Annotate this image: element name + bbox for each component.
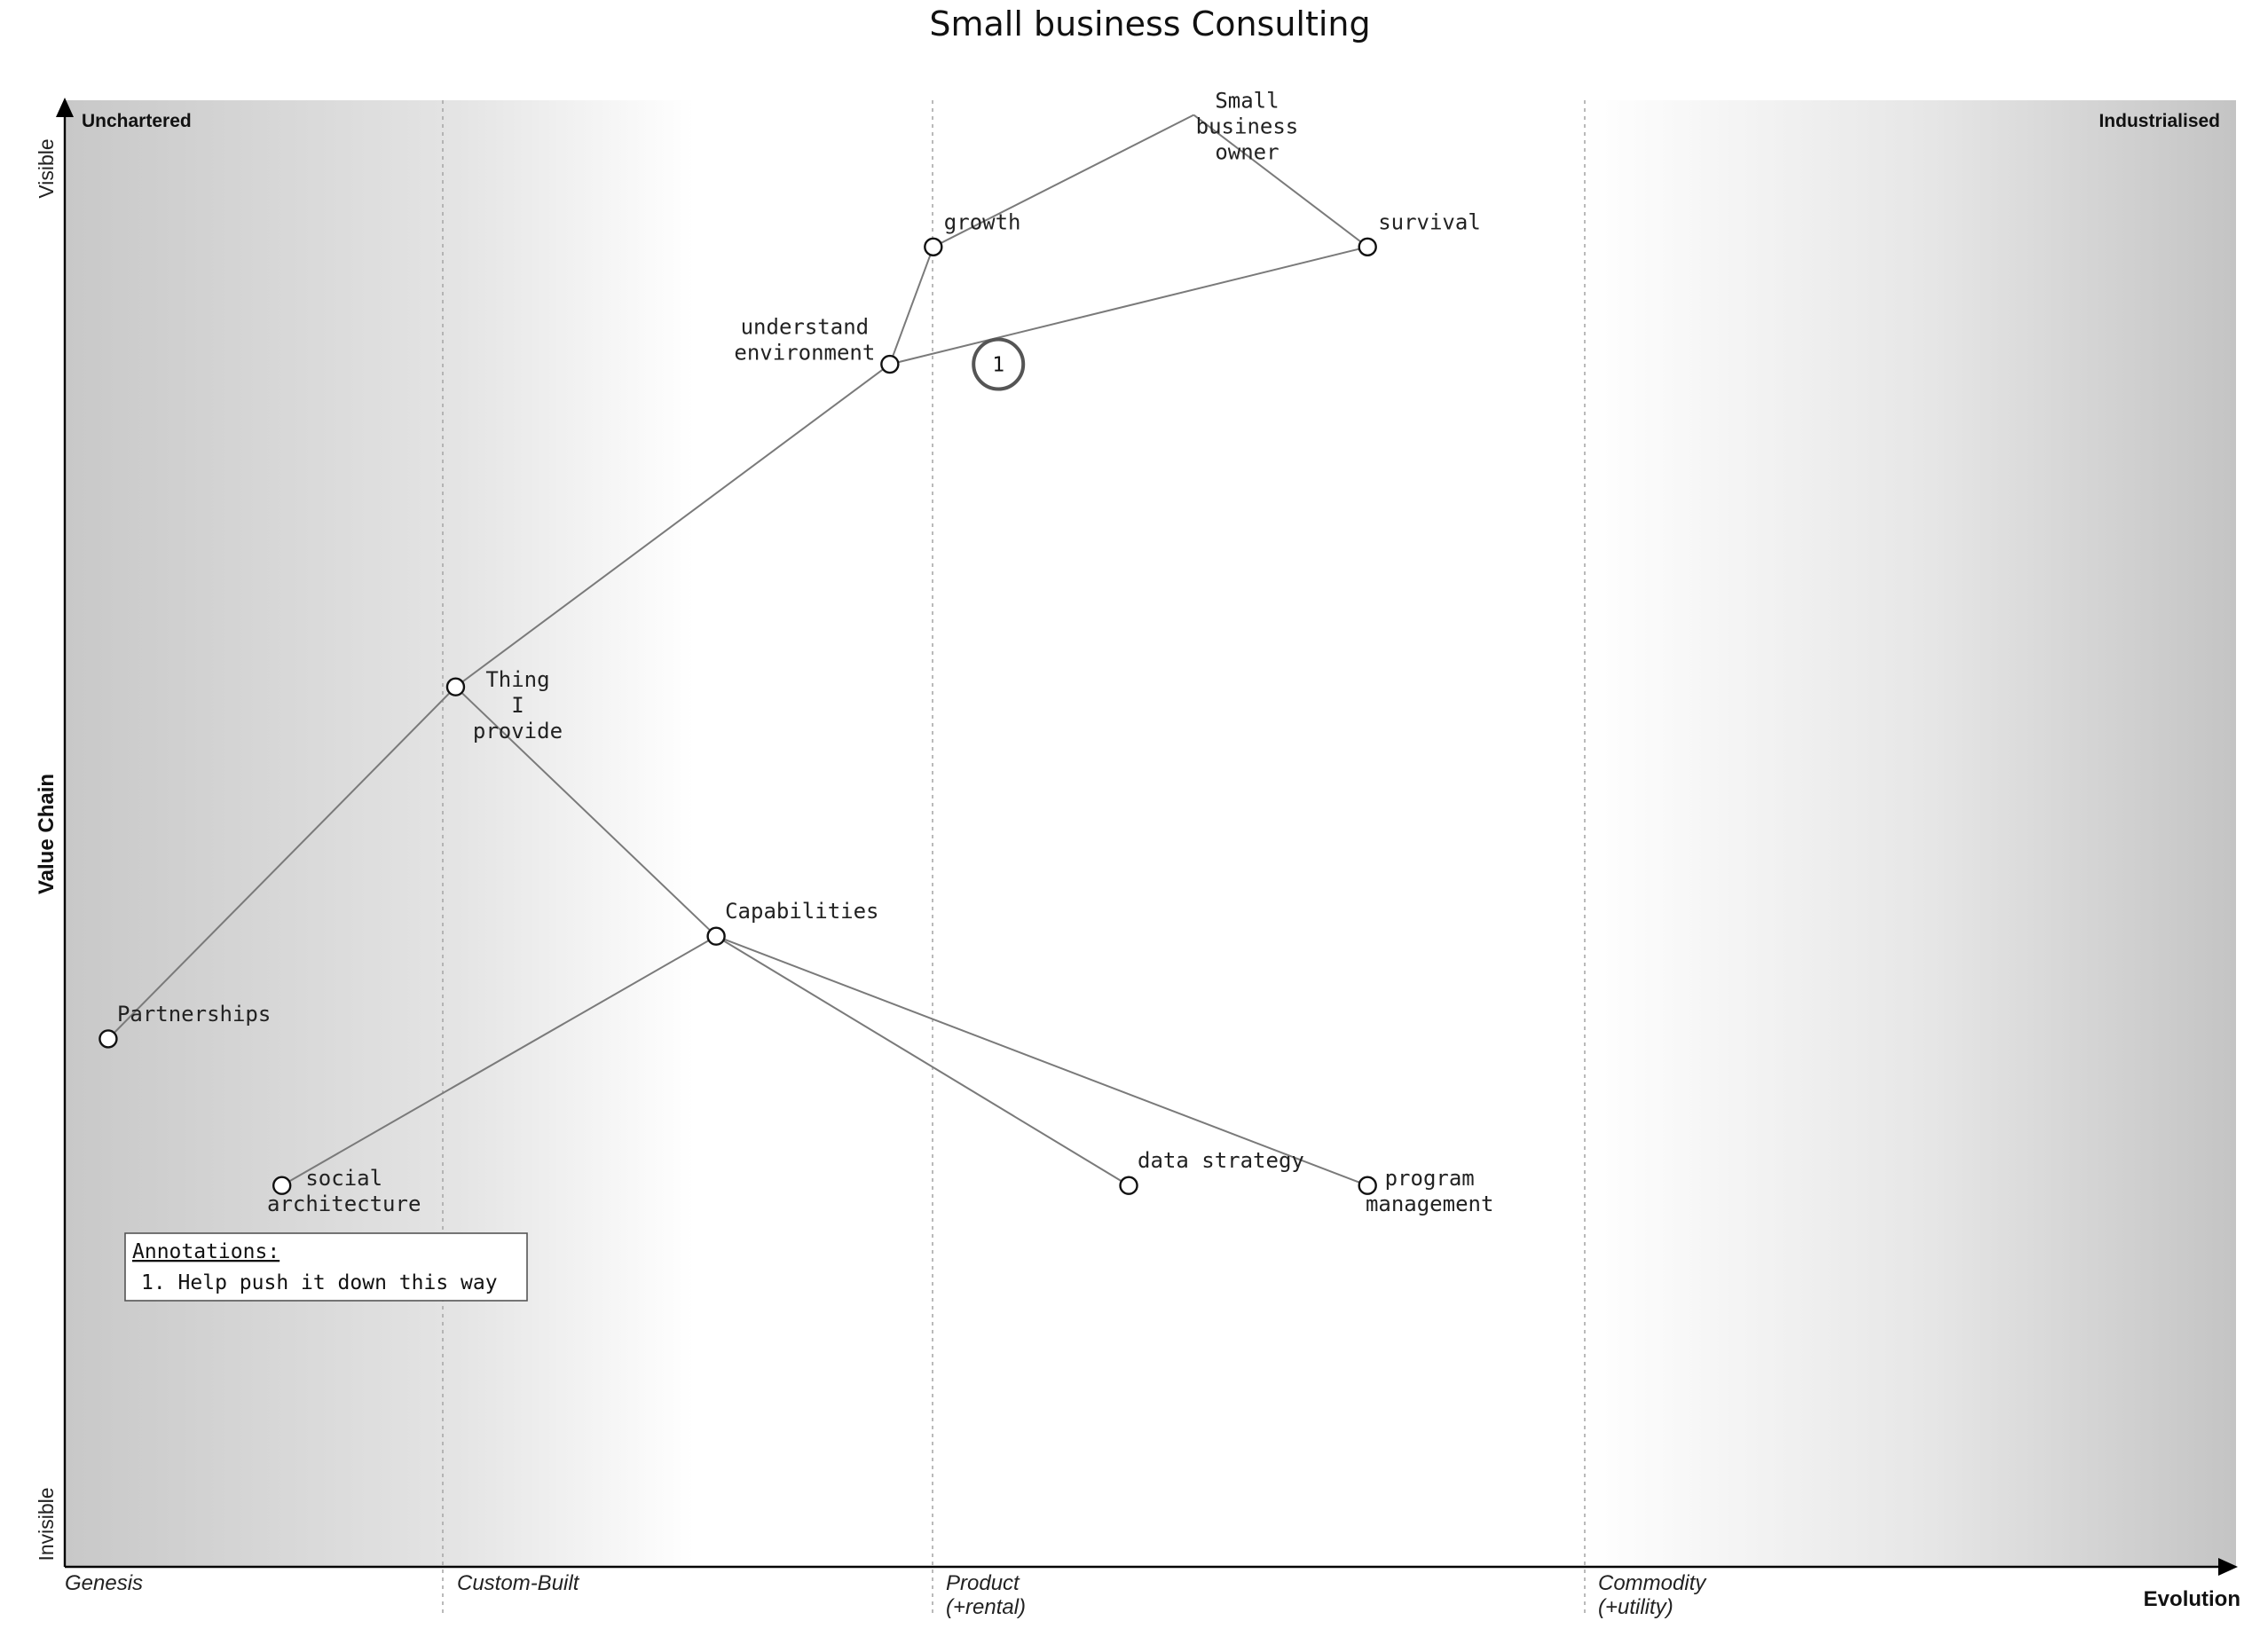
component-growth[interactable]: growth xyxy=(924,209,1021,256)
y-axis-invisible-label: Invisible xyxy=(35,1487,58,1561)
component-label: growth xyxy=(944,209,1021,234)
map-background xyxy=(65,100,2236,1567)
component-node[interactable] xyxy=(1358,237,1377,256)
component-node[interactable] xyxy=(272,1176,292,1195)
link-understand-thing xyxy=(454,363,891,688)
link-capabilities-data xyxy=(715,935,1130,1187)
stage-label-product-sub: (+rental) xyxy=(946,1595,1026,1619)
link-thing-partnerships xyxy=(107,686,457,1040)
corner-label-unchartered: Unchartered xyxy=(82,111,192,131)
x-axis-arrow-icon xyxy=(2218,1558,2238,1576)
component-node[interactable] xyxy=(98,1029,118,1049)
link-capabilities-program xyxy=(715,935,1368,1187)
component-node[interactable] xyxy=(1358,1176,1377,1195)
component-data[interactable]: data strategy xyxy=(1119,1148,1304,1195)
stage-label-custom-built: Custom-Built xyxy=(457,1571,580,1595)
annotations-box-frame xyxy=(124,1232,528,1302)
component-node[interactable] xyxy=(924,237,943,256)
annotation-marker-circle[interactable] xyxy=(972,337,1026,391)
component-node[interactable] xyxy=(445,677,466,696)
annotations-box: Annotations: 1. Help push it down this w… xyxy=(124,1232,528,1302)
link-capabilities-social xyxy=(281,935,717,1187)
map-title: Small business Consulting xyxy=(929,4,1370,43)
annotation-item: 1. Help push it down this way xyxy=(141,1271,498,1294)
stage-label-product: Product xyxy=(946,1571,1020,1595)
stage-label-genesis: Genesis xyxy=(65,1571,143,1595)
x-axis-title: Evolution xyxy=(2144,1587,2240,1611)
corner-label-industrialised: Industrialised xyxy=(2098,111,2220,131)
component-node[interactable] xyxy=(706,926,726,946)
component-capabilities[interactable]: Capabilities xyxy=(706,899,879,946)
component-partnerships[interactable]: Partnerships xyxy=(98,1002,271,1049)
dependency-links xyxy=(107,114,1368,1187)
link-owner-growth xyxy=(933,114,1194,248)
y-axis-title: Value Chain xyxy=(35,774,59,894)
link-owner-survival xyxy=(1193,114,1368,248)
component-label: Capabilities xyxy=(725,899,878,924)
y-axis-arrow-icon xyxy=(56,98,74,117)
component-survival[interactable]: survival xyxy=(1358,209,1481,256)
annotation-marker-number: 1 xyxy=(992,354,1004,377)
annotations-heading: Annotations: xyxy=(132,1240,280,1263)
component-label: data strategy xyxy=(1138,1148,1304,1173)
component-node[interactable] xyxy=(1119,1176,1138,1195)
component-label: survival xyxy=(1378,209,1481,234)
component-node[interactable] xyxy=(880,354,900,374)
component-label: Partnerships xyxy=(117,1002,271,1027)
link-thing-capabilities xyxy=(454,686,717,937)
stage-label-commodity: Commodity xyxy=(1598,1571,1707,1595)
annotation-markers: 1 xyxy=(972,337,1026,391)
link-growth-understand xyxy=(888,246,934,365)
y-axis-visible-label: Visible xyxy=(35,138,58,198)
link-survival-understand xyxy=(889,246,1368,366)
stage-label-commodity-sub: (+utility) xyxy=(1598,1595,1673,1619)
